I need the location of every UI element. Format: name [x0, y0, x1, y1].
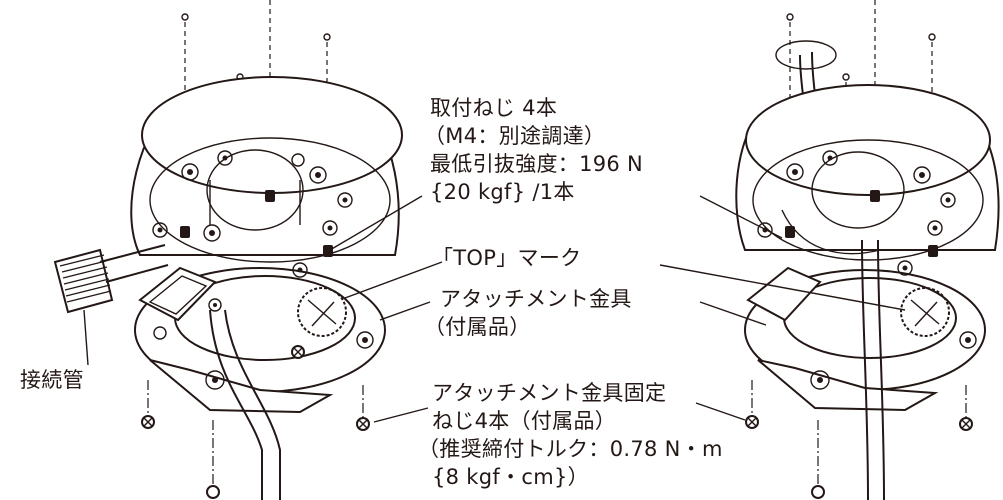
- conduit-pipe-icon: [53, 244, 169, 314]
- screw-head-icon: [181, 13, 189, 21]
- screw-head-icon: [928, 33, 936, 41]
- right-assembly: [735, 0, 1000, 500]
- screw-title-label: 取付ねじ 4本: [430, 96, 558, 120]
- fixing-screw-icon: [206, 485, 220, 499]
- bracket-label: アタッチメント金具: [440, 287, 632, 311]
- screw-head-icon: [786, 13, 794, 21]
- screw-spec-label: （M4：別途調達）: [424, 124, 606, 148]
- attachment-bracket-icon: [744, 209, 986, 500]
- conduit-label: 接続管: [20, 368, 84, 392]
- fix-screw-count-label: ねじ4本（付属品）: [432, 409, 617, 433]
- screw-strength-label: 最低引抜強度：196 N: [430, 152, 644, 176]
- screw-head-icon: [323, 33, 331, 41]
- leader-lines: [83, 195, 906, 423]
- torque-kgf-label: {8 kgf・cm}）: [432, 465, 589, 489]
- left-assembly: [53, 0, 403, 500]
- fix-screw-title-label: アタッチメント金具固定: [432, 381, 667, 405]
- screw-kgf-label: {20 kgf} /1本: [430, 180, 575, 204]
- top-mark-icon: [900, 287, 950, 337]
- bracket-included-label: （付属品）: [424, 315, 531, 339]
- top-mark-icon: [297, 287, 347, 337]
- screw-head-icon: [842, 73, 850, 81]
- top-mark-label: 「TOP」マーク: [432, 246, 582, 270]
- attachment-bracket-icon: [134, 262, 386, 500]
- fixing-screw-icon: [811, 485, 825, 499]
- torque-label: （推奨締付トルク：0.78 N・m: [418, 437, 723, 461]
